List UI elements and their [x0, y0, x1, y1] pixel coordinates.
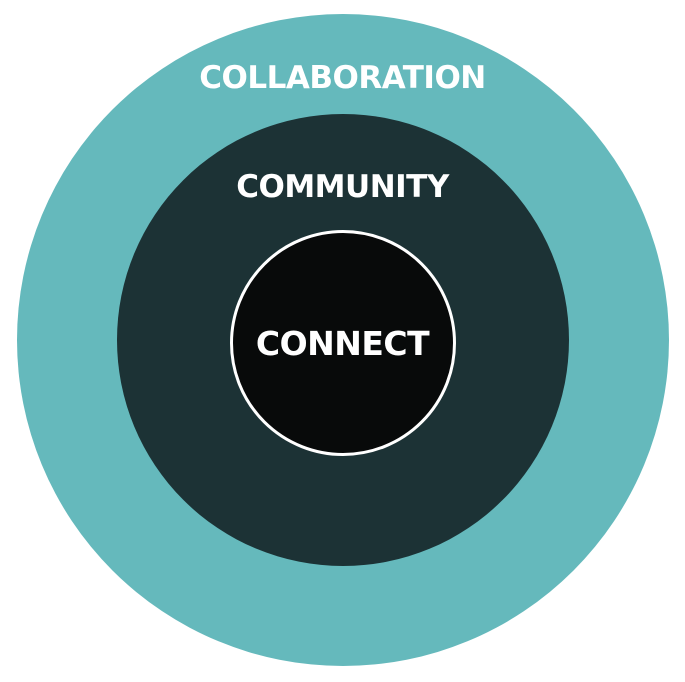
inner-circle-connect — [230, 230, 456, 456]
community-label: COMMUNITY — [236, 169, 449, 205]
collaboration-label: COLLABORATION — [199, 60, 486, 96]
connect-label: CONNECT — [255, 324, 430, 363]
